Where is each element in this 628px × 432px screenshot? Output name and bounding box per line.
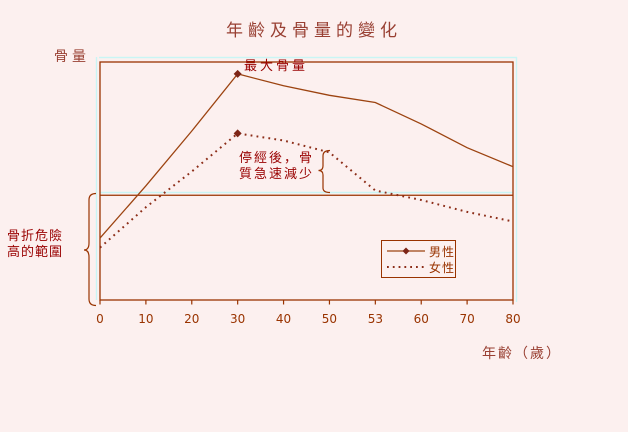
- annotation-menopause-line2: 質急速減少: [239, 167, 315, 182]
- annotation-fracture-risk-zone: 骨折危險 高的範圍: [7, 229, 63, 261]
- annotation-menopause-line1: 停經後，骨: [239, 151, 315, 166]
- annotation-menopause-drop: 停經後，骨 質急速減少: [239, 151, 314, 183]
- frame-accent-lines: [95, 56, 518, 302]
- annotation-risk-line2: 高的範圍: [7, 245, 64, 260]
- x-tick-label: 10: [138, 312, 154, 326]
- x-tick-label: 0: [96, 312, 104, 326]
- legend-male-label: 男性: [428, 244, 455, 259]
- x-tick-label: 70: [459, 312, 475, 326]
- female-peak-marker: [233, 129, 242, 138]
- chart-legend: 男性 女性: [381, 240, 456, 278]
- legend-male-line-sample: [387, 247, 425, 255]
- legend-item-male: 男性: [386, 243, 455, 259]
- male-series-line: [99, 73, 514, 239]
- y-axis-label: 骨量: [54, 49, 90, 65]
- legend-item-female: 女性: [386, 259, 455, 275]
- chart-title: 年齡及骨量的變化: [226, 21, 402, 41]
- risk-zone-brace: [83, 192, 97, 307]
- legend-male-diamond-marker: [402, 247, 410, 255]
- x-tick-label: 20: [184, 312, 200, 326]
- x-tick-label: 30: [230, 312, 246, 326]
- chart-data-layer: [99, 61, 514, 305]
- male-peak-marker: [233, 69, 242, 78]
- female-series-line: [99, 132, 514, 249]
- legend-female-line-sample: [387, 266, 425, 268]
- plot-frame: [99, 61, 514, 301]
- menopause-drop-brace: [318, 149, 331, 194]
- x-tick-label: 50: [321, 312, 338, 326]
- x-axis-label: 年齡（歲）: [482, 346, 562, 362]
- legend-female-label: 女性: [428, 260, 455, 275]
- x-tick-label: 53: [367, 312, 383, 326]
- x-tick-label: 40: [275, 312, 292, 326]
- x-tick-label: 60: [413, 312, 429, 326]
- annotation-risk-line1: 骨折危險: [7, 229, 64, 244]
- annotation-peak-bone-mass: 最大骨量: [244, 59, 309, 74]
- x-tick-label: 80: [505, 312, 521, 326]
